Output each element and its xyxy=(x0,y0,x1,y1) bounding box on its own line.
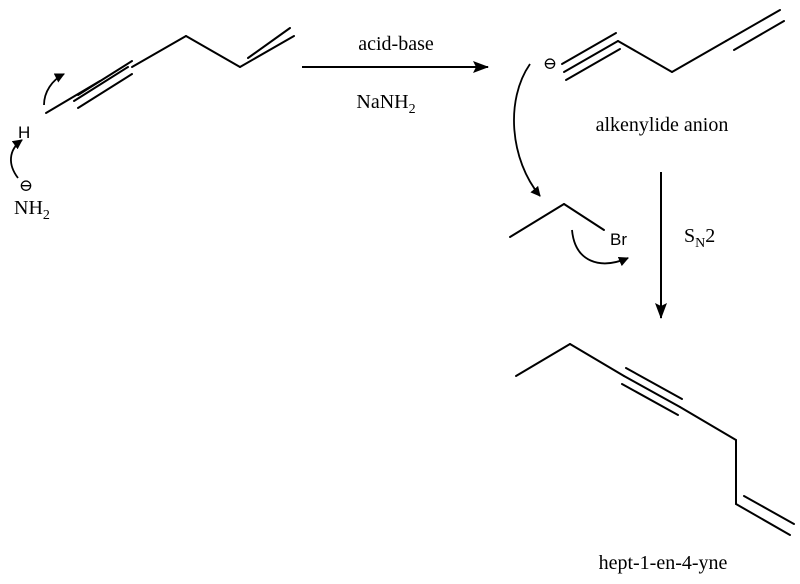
curly-arrow-amide-attack xyxy=(10,139,23,179)
mechanism-label-sn2: SN2 xyxy=(684,225,715,251)
curly-arrow-nucleophilic-attack xyxy=(513,63,541,197)
curly-arrow-ch-bond xyxy=(43,73,65,106)
pentenyne-molecule xyxy=(45,27,295,114)
curly-arrow-leaving-group xyxy=(571,229,629,267)
bromoethane-molecule xyxy=(509,203,605,238)
bromine-atom: Br xyxy=(610,230,627,249)
anion-charge: ⊖ xyxy=(543,54,557,73)
hydrogen-atom: H xyxy=(18,123,30,142)
reagent-acid-base: acid-base xyxy=(358,33,434,55)
heptenyne-molecule xyxy=(515,343,795,536)
product-label: hept-1-en-4-yne xyxy=(599,552,728,574)
amide-charge: ⊖ xyxy=(19,176,33,195)
intermediate-label: alkenylide anion xyxy=(596,114,729,136)
amide-base-label: NH2 xyxy=(14,197,50,223)
reagent-sodium-amide: NaNH2 xyxy=(356,91,415,117)
alkenylide-anion-molecule xyxy=(561,9,785,81)
